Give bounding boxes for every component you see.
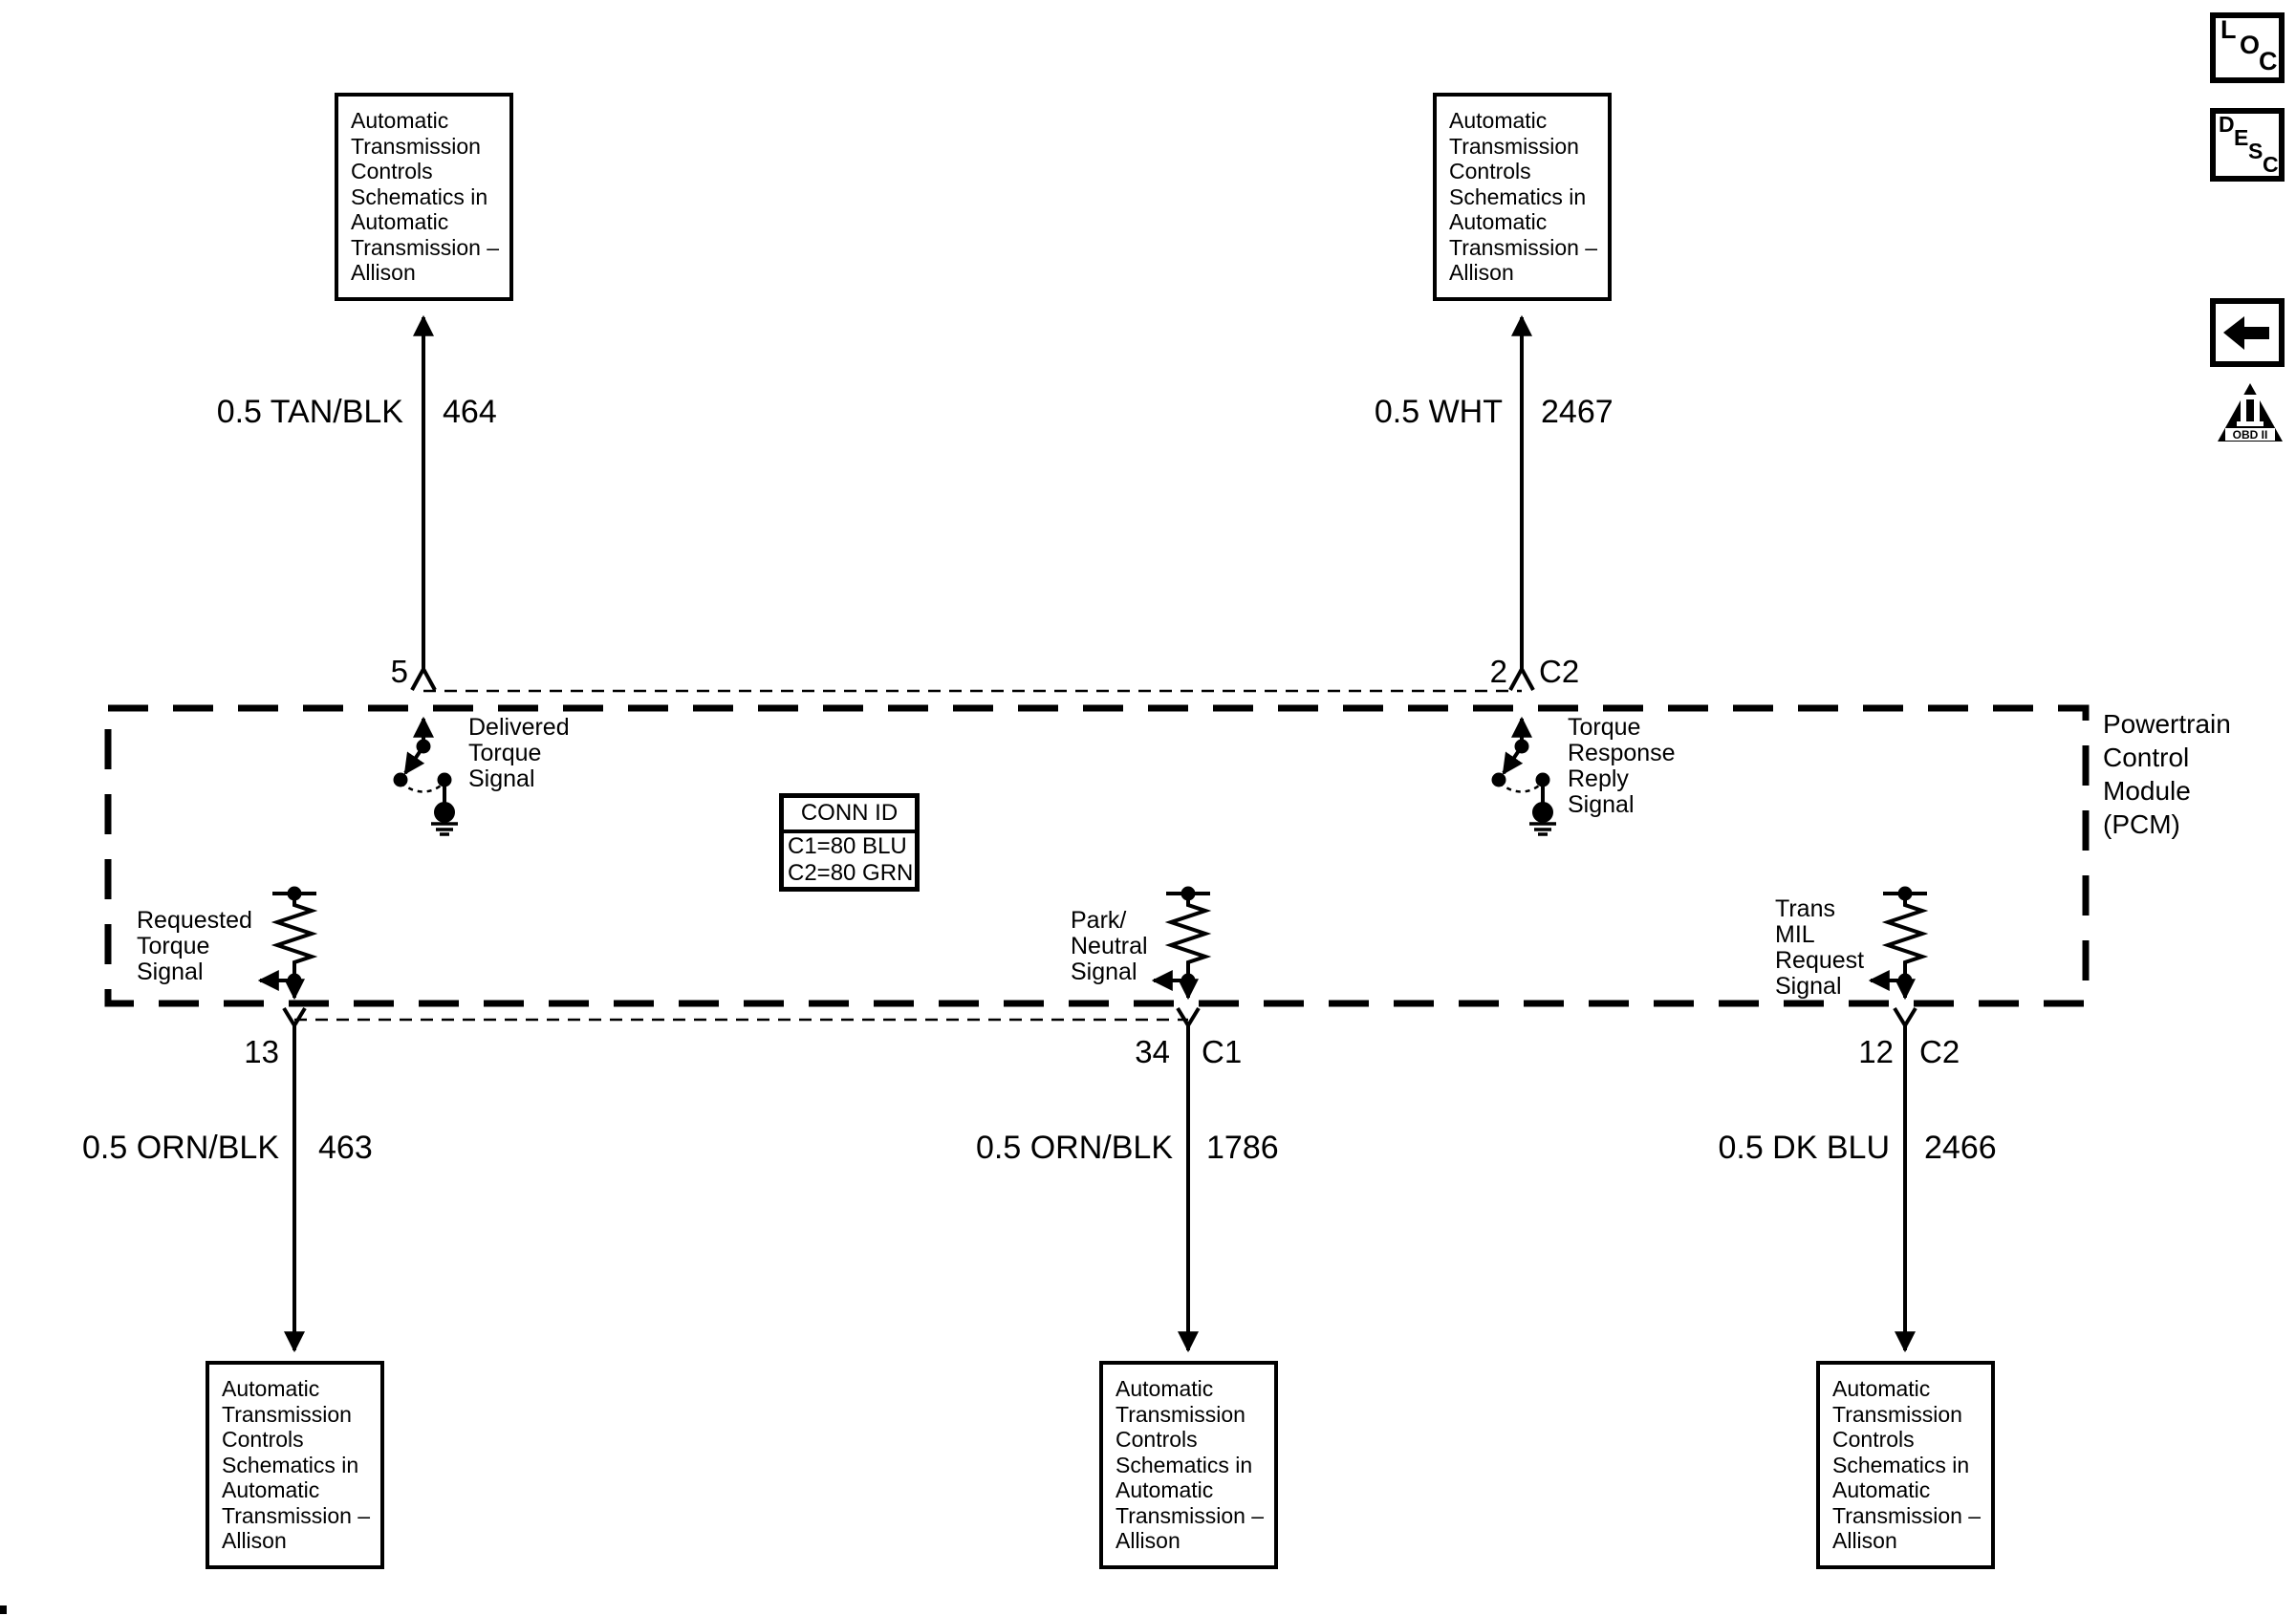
- reference-box-top-left: Automatic Transmission Controls Schemati…: [335, 93, 513, 301]
- wire-circuit-bottom-right: 2466: [1924, 1130, 1997, 1166]
- pin-2-label: 2: [1489, 654, 1507, 689]
- desc-letter-c: C: [2263, 152, 2279, 177]
- reference-box-bottom-right: Automatic Transmission Controls Schemati…: [1816, 1361, 1995, 1569]
- desc-letter-s: S: [2248, 139, 2264, 163]
- connector-fork-pin34: [1176, 1006, 1201, 1029]
- loc-letter-c: C: [2259, 47, 2278, 75]
- torque-response-switch-icon: [1491, 716, 1556, 836]
- requested-torque-signal-label: Requested Torque Signal: [137, 907, 252, 985]
- loc-button[interactable]: L O C: [2210, 12, 2285, 83]
- park-neutral-signal-label: Park/ Neutral Signal: [1071, 907, 1148, 985]
- wire-top-left: [410, 314, 437, 691]
- connector-fork-pin13: [282, 1006, 307, 1029]
- back-arrow-icon: [2223, 316, 2269, 350]
- delivered-torque-switch-icon: [393, 716, 458, 836]
- ground-icon: [1529, 802, 1556, 836]
- wire-top-right: [1508, 314, 1535, 691]
- conn-id-row-c2: C2=80 GRN: [788, 860, 914, 886]
- pcm-name-label: Powertrain Control Module (PCM): [2103, 709, 2231, 839]
- wire-circuit-top-left: 464: [443, 394, 497, 430]
- wire-color-bottom-middle: 0.5 ORN/BLK: [976, 1130, 1173, 1166]
- pcm-boundary: [104, 704, 2090, 1007]
- conn-id-table: CONN ID C1=80 BLU C2=80 GRN: [779, 793, 920, 892]
- obd2-label: OBD II: [2233, 428, 2268, 442]
- park-neutral-resistor-icon: [1151, 886, 1212, 1001]
- ground-icon: [431, 802, 458, 836]
- connector-fork-pin2: [1508, 664, 1535, 691]
- wire-color-top-right: 0.5 WHT: [1374, 394, 1503, 430]
- desc-button[interactable]: D E S C: [2210, 108, 2285, 182]
- pin-12-label: 12: [1858, 1034, 1894, 1069]
- loc-letter-o: O: [2240, 31, 2261, 59]
- trans-mil-request-signal-label: Trans MIL Request Signal: [1775, 895, 1865, 1000]
- conn-id-title: CONN ID: [784, 798, 915, 833]
- pin-34-connector-label: C1: [1202, 1034, 1243, 1069]
- connector-fork-pin12: [1893, 1006, 1917, 1029]
- reference-box-bottom-middle: Automatic Transmission Controls Schemati…: [1099, 1361, 1278, 1569]
- wire-bottom-right: [1893, 1006, 1917, 1353]
- wire-circuit-top-right: 2467: [1541, 394, 1614, 430]
- desc-letter-d: D: [2219, 112, 2235, 137]
- reference-box-bottom-left: Automatic Transmission Controls Schemati…: [206, 1361, 384, 1569]
- wire-bottom-left: [282, 1006, 307, 1353]
- page-corner-mark: [0, 1605, 7, 1614]
- trans-mil-resistor-icon: [1868, 886, 1929, 1001]
- pin-13-label: 13: [244, 1034, 279, 1069]
- connector-fork-pin5: [410, 664, 437, 691]
- obd2-triangle-icon: OBD II: [2218, 383, 2283, 442]
- wire-color-bottom-left: 0.5 ORN/BLK: [82, 1130, 279, 1166]
- wire-circuit-bottom-left: 463: [318, 1130, 373, 1166]
- wire-color-bottom-right: 0.5 DK BLU: [1718, 1130, 1890, 1166]
- pin-2-connector-label: C2: [1539, 654, 1580, 689]
- wire-bottom-middle: [1176, 1006, 1201, 1353]
- pin-12-connector-label: C2: [1919, 1034, 1960, 1069]
- requested-torque-resistor-icon: [257, 886, 318, 1001]
- delivered-torque-signal-label: Delivered Torque Signal: [468, 714, 570, 792]
- back-button[interactable]: [2210, 298, 2285, 367]
- pin-5-label: 5: [390, 654, 408, 689]
- conn-id-row-c1: C1=80 BLU: [788, 833, 907, 859]
- loc-letter-l: L: [2220, 15, 2237, 44]
- reference-box-top-right: Automatic Transmission Controls Schemati…: [1433, 93, 1612, 301]
- wire-circuit-bottom-middle: 1786: [1206, 1130, 1279, 1166]
- torque-response-reply-signal-label: Torque Response Reply Signal: [1568, 714, 1676, 818]
- desc-letter-e: E: [2234, 125, 2249, 150]
- pin-34-label: 34: [1135, 1034, 1170, 1069]
- wire-color-top-left: 0.5 TAN/BLK: [216, 394, 403, 430]
- obd2-indicator: OBD II: [2216, 382, 2285, 445]
